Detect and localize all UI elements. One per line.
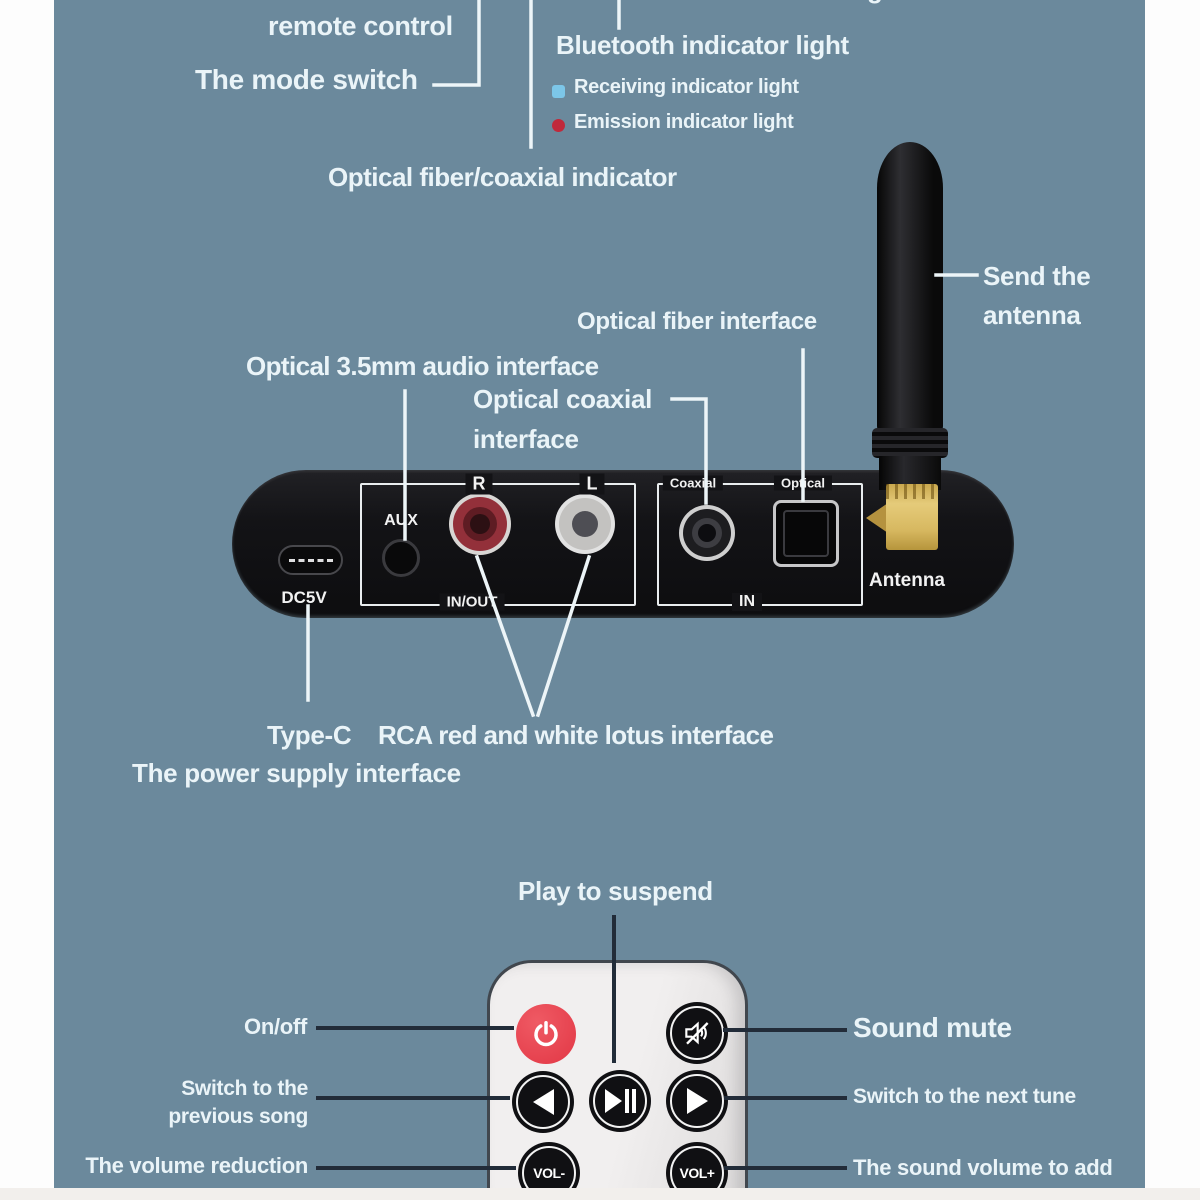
- optical-fiber-interface-label: Optical fiber interface: [577, 308, 817, 335]
- remote-control: VOL- VOL+: [487, 960, 748, 1200]
- bottom-white-band: [0, 1188, 1200, 1200]
- aux-port: [382, 539, 420, 577]
- previous-track-button: [512, 1071, 574, 1133]
- volume-add-label: The sound volume to add: [853, 1155, 1113, 1180]
- play-to-suspend-label: Play to suspend: [518, 876, 713, 906]
- aux-label: AUX: [384, 512, 418, 529]
- dc5v-label: DC5V: [281, 588, 327, 607]
- audio-35mm-interface-label: Optical 3.5mm audio interface: [246, 351, 599, 381]
- sma-connector-body: [886, 484, 938, 550]
- on-off-label: On/off: [244, 1014, 307, 1039]
- power-button: [516, 1004, 576, 1064]
- antenna-collar: [872, 428, 948, 458]
- power-icon: [534, 1021, 558, 1047]
- rca-red-port: [449, 493, 511, 555]
- antenna-sma-connector: [866, 484, 938, 552]
- antenna-stick: [877, 142, 943, 434]
- device-rear-panel: DC5V AUX R L IN/OUT Coaxial Optical IN A…: [232, 470, 1014, 618]
- volume-reduction-label: The volume reduction: [85, 1153, 308, 1178]
- emission-dot-icon: [552, 119, 565, 132]
- vol-plus-text: VOL+: [679, 1165, 715, 1181]
- coaxial-port: [679, 505, 735, 561]
- rca-interface-label: RCA red and white lotus interface: [378, 720, 774, 750]
- previous-song-label-line2: previous song: [168, 1105, 308, 1128]
- type-c-label: Type-C: [267, 720, 352, 750]
- send-antenna-label-line1: Send the: [983, 261, 1091, 291]
- previous-song-label-line1: Switch to the: [181, 1077, 308, 1100]
- vol-minus-text: VOL-: [533, 1165, 565, 1181]
- sound-mute-label: Sound mute: [853, 1012, 1012, 1043]
- usb-c-port: [278, 545, 343, 575]
- optical-coaxial-label-line2: interface: [473, 424, 579, 454]
- rca-right-label: R: [465, 473, 493, 495]
- play-pause-icon: [604, 1089, 636, 1113]
- coaxial-label: Coaxial: [662, 475, 724, 491]
- usb-c-pins: [288, 558, 333, 562]
- in-out-label: IN/OUT: [439, 593, 505, 611]
- mute-icon: [685, 1021, 709, 1045]
- remote-control-label: remote control: [268, 11, 453, 41]
- receiving-dot-icon: [552, 85, 565, 98]
- power-supply-label: The power supply interface: [132, 758, 461, 788]
- sma-connector-tip: [866, 503, 888, 533]
- bluetooth-indicator-label: Bluetooth indicator light: [556, 30, 849, 60]
- usb-light-label-clipped: The USB light: [740, 0, 907, 5]
- rca-left-label: L: [579, 473, 605, 495]
- emission-indicator-label: Emission indicator light: [574, 111, 794, 133]
- antenna-label: Antenna: [869, 570, 945, 591]
- in-label: IN: [732, 593, 762, 611]
- infrared-label-clipped: Infrared: [268, 0, 366, 4]
- optical-label: Optical: [773, 475, 833, 491]
- next-tune-label: Switch to the next tune: [853, 1085, 1076, 1108]
- optical-coaxial-label-line1: Optical coaxial: [473, 384, 653, 414]
- mode-switch-label: The mode switch: [195, 64, 418, 95]
- optical-fiber-coaxial-indicator-label: Optical fiber/coaxial indicator: [328, 162, 677, 192]
- mute-button: [666, 1002, 728, 1064]
- next-icon: [686, 1088, 708, 1114]
- rca-white-port: [555, 494, 615, 554]
- previous-icon: [532, 1089, 554, 1115]
- send-antenna-label-line2: antenna: [983, 300, 1081, 330]
- next-track-button: [666, 1070, 728, 1132]
- optical-toslink-port: [773, 500, 839, 567]
- receiving-indicator-label: Receiving indicator light: [574, 76, 799, 98]
- play-pause-button: [589, 1070, 651, 1132]
